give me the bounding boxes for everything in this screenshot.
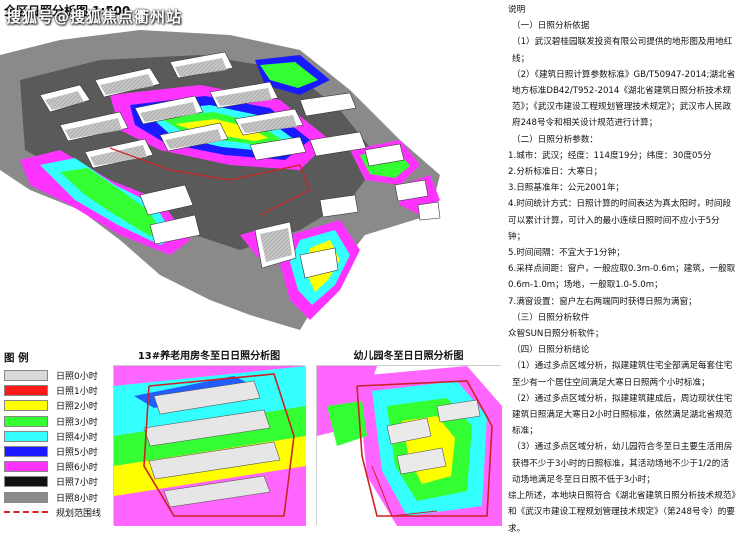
notes-line: （1）通过多点区域分析，拟建建筑住宅全部满足每套住宅至少有一个居住空间满足大寒日… (512, 361, 733, 388)
notes-line: 3.日照基准年：公元2001年； (508, 183, 625, 194)
legend-swatch (4, 476, 48, 488)
watermark: 搜狐号@搜狐焦点衢州站 (6, 8, 183, 26)
legend-label: 日照0小时 (56, 372, 98, 383)
legend-item: 日照1小时 (4, 383, 112, 398)
sunlight-analysis-map (0, 30, 441, 330)
notes-heading: 说明 (508, 5, 526, 15)
legend-label: 日照1小时 (56, 387, 98, 398)
legend-label: 规划范围线 (56, 508, 102, 519)
legend-swatch (4, 491, 48, 503)
notes-line: （2）通过多点区域分析，拟建建筑建成后，周边现状住宅建筑日照满足大寒日2小时日照… (512, 393, 733, 437)
legend: 图 例 日照0小时 日照1小时 日照2小时 日照3小时 日照4小时 日照5小时 … (4, 350, 112, 520)
notes-line: （二）日照分析参数： (512, 134, 598, 145)
kindergarten-map (316, 365, 502, 526)
legend-swatch (4, 430, 48, 442)
legend-swatch (4, 461, 48, 473)
legend-label: 日照7小时 (56, 478, 98, 489)
notes-line: 5.时间间隔：不宜大于1分钟； (508, 248, 625, 259)
notes-line: 1.城市：武汉；经度：114度19分；纬度：30度05分 (508, 150, 712, 161)
elderly-map-title: 13#养老用房冬至日日照分析图 (137, 351, 281, 362)
legend-label: 日照4小时 (56, 432, 98, 443)
notes-line: （1）武汉碧桂园联发投资有限公司提供的地形图及用地红线； (512, 37, 733, 64)
legend-item: 日照6小时 (4, 459, 112, 474)
notes-line: （一）日照分析依据 (512, 21, 590, 32)
site-plan-diagram: 全区日照分析图 1:500 搜狐号@搜狐焦点衢州站 (0, 0, 500, 345)
legend-label: 日照8小时 (56, 493, 98, 504)
legend-item: 日照3小时 (4, 414, 112, 429)
legend-item: 日照0小时 (4, 368, 112, 383)
legend-swatch (4, 370, 48, 382)
kindergarten-map-block: 幼儿园冬至日日照分析图 (316, 347, 502, 526)
notes-line: （3）通过多点区域分析，幼儿园符合冬至日主要生活用房获得不少于3小时的日照标准，… (512, 442, 733, 485)
legend-item: 日照2小时 (4, 398, 112, 413)
notes-line: 众智SUN日照分析软件； (508, 329, 604, 340)
legend-item: 日照7小时 (4, 474, 112, 489)
plan-title: 全区日照分析图 1:500 (4, 4, 131, 18)
legend-label: 日照2小时 (56, 402, 98, 413)
notes-line: 综上所述，本地块日照符合《湖北省建筑日照分析技术规范》和《武汉市建设工程规划管理… (508, 491, 736, 534)
kindergarten-map-title: 幼儿园冬至日日照分析图 (353, 351, 464, 362)
legend-swatch (4, 385, 48, 397)
notes-line: 4.时间统计方式：日照计算的时间表达为真太阳时，时间段可以累计计算，可计入的最小… (508, 199, 732, 242)
notes-line: 6.采样点间距：窗户，一般应取0.3m-0.6m；建筑，一般取0.6m-1.0m… (508, 264, 736, 291)
boundary-line-swatch (4, 511, 48, 514)
legend-item: 规划范围线 (4, 505, 112, 520)
notes-line: 2.分析标准日：大寒日； (508, 167, 603, 178)
notes-line: （三）日照分析软件 (512, 312, 590, 323)
legend-label: 日照6小时 (56, 463, 98, 474)
legend-swatch (4, 400, 48, 412)
elderly-housing-map-block: 13#养老用房冬至日日照分析图 (113, 347, 306, 526)
legend-swatch (4, 446, 48, 458)
notes-line: 7.满窗设置：窗户左右两端同时获得日照为满窗； (508, 296, 697, 307)
elderly-sun-map (114, 366, 306, 526)
kindergarten-sun-map (317, 366, 502, 526)
legend-item: 日照4小时 (4, 429, 112, 444)
legend-item: 日照5小时 (4, 444, 112, 459)
legend-title: 图 例 (4, 352, 29, 364)
legend-label: 日照5小时 (56, 448, 98, 459)
legend-item: 日照8小时 (4, 490, 112, 505)
notes-line: （2）《建筑日照计算参数标准》GB/T50947-2014;湖北省地方标准DB4… (512, 69, 736, 129)
legend-label: 日照3小时 (56, 417, 98, 428)
analysis-notes: 说明 （一）日照分析依据 （1）武汉碧桂园联发投资有限公司提供的地形图及用地红线… (505, 0, 740, 534)
legend-swatch (4, 415, 48, 427)
notes-line: （四）日照分析结论 (512, 345, 590, 356)
elderly-map (113, 365, 306, 526)
